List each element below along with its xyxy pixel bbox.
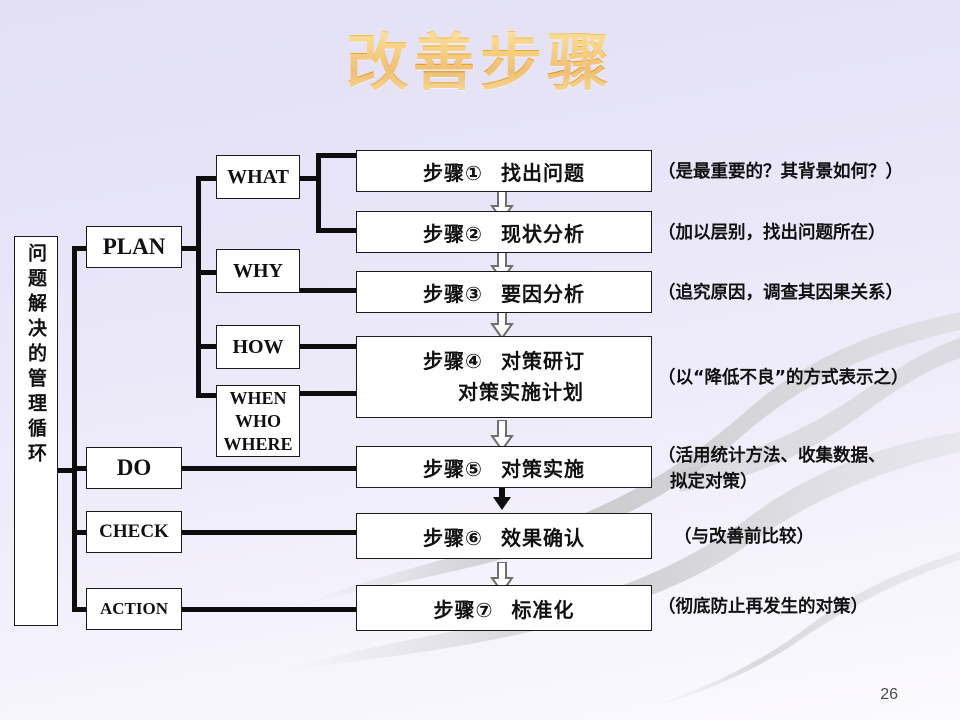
- annotation-5: （活用统计方法、收集数据、 拟定对策）: [658, 443, 958, 495]
- step-text-4-line2: 对策实施计划: [458, 380, 584, 404]
- w5h-box-what[interactable]: WHAT: [216, 155, 300, 199]
- connector-what-bus: [316, 153, 321, 233]
- connector-left-bus: [72, 246, 77, 612]
- annotation-4: （以“降低不良”的方式表示之）: [658, 368, 909, 388]
- cycle-box: 问题解决的管理循环: [14, 236, 58, 626]
- w5h-label-where: WHERE: [223, 433, 293, 454]
- step-box-4[interactable]: 步骤④ 对策研订 对策实施计划: [356, 336, 652, 418]
- connector-bus-to-do: [72, 466, 90, 471]
- annotation-6: （与改善前比较）: [674, 527, 814, 547]
- annotation-3: （追究原因，调查其因果关系）: [658, 283, 903, 303]
- step-box-2[interactable]: 步骤② 现状分析: [356, 211, 652, 253]
- pdca-box-plan[interactable]: PLAN: [86, 226, 182, 268]
- connector-when-to-step4: [298, 391, 358, 396]
- step-text-6: 效果确认: [500, 525, 585, 550]
- connector-bus-to-check: [72, 530, 90, 535]
- connector-how-to-step4: [298, 344, 358, 349]
- connector-action-to-step7: [180, 607, 358, 612]
- step-text-5: 对策实施: [500, 456, 585, 481]
- pdca-box-do[interactable]: DO: [86, 447, 182, 489]
- connector-planbus-to-how: [196, 344, 220, 349]
- w5h-label-who: WHO: [234, 410, 281, 431]
- connector-plan-stub: [180, 246, 200, 251]
- step-text-4: 对策研订: [500, 349, 585, 373]
- annotation-7: （彻底防止再发生的对策）: [658, 597, 868, 617]
- pdca-label-do: DO: [116, 455, 152, 480]
- w5h-label-how: HOW: [232, 335, 284, 358]
- step-number-1: 步骤①: [423, 160, 483, 185]
- pdca-label-action: ACTION: [99, 599, 168, 618]
- connector-bus-to-action: [72, 607, 90, 612]
- connector-what-stub: [298, 176, 320, 181]
- step-text-2: 现状分析: [500, 221, 585, 246]
- connector-why-to-step3: [298, 288, 358, 293]
- annotation-5-line1: （活用统计方法、收集数据、: [658, 446, 886, 466]
- step-box-1[interactable]: 步骤① 找出问题: [356, 150, 652, 192]
- step-number-6: 步骤⑥: [423, 525, 483, 550]
- step-number-2: 步骤②: [423, 221, 483, 246]
- annotation-2: （加以层别，找出问题所在）: [658, 223, 886, 243]
- step-text-3: 要因分析: [500, 281, 585, 306]
- pdca-label-check: CHECK: [99, 521, 169, 542]
- step-number-5: 步骤⑤: [423, 456, 483, 481]
- w5h-box-how[interactable]: HOW: [216, 325, 300, 369]
- connector-whatbus-to-step2: [316, 228, 358, 233]
- connector-planbus-to-why: [196, 270, 220, 275]
- w5h-box-when-who-where[interactable]: WHEN WHO WHERE: [216, 385, 300, 457]
- step-number-3: 步骤③: [423, 281, 483, 306]
- step-number-7: 步骤⑦: [433, 597, 494, 622]
- connector-bus-to-plan: [72, 246, 90, 251]
- connector-cycle-to-bus: [58, 468, 76, 473]
- page-title: 改善步骤: [0, 12, 960, 102]
- step-text-1: 找出问题: [500, 160, 585, 185]
- step-number-4: 步骤④: [423, 349, 483, 373]
- step-text-7: 标准化: [511, 597, 575, 622]
- step-box-6[interactable]: 步骤⑥ 效果确认: [356, 513, 652, 559]
- connector-whatbus-to-step1: [316, 153, 358, 158]
- step-box-5[interactable]: 步骤⑤ 对策实施: [356, 446, 652, 488]
- step-box-7[interactable]: 步骤⑦ 标准化: [356, 585, 652, 631]
- connector-check-to-step6: [180, 530, 358, 535]
- w5h-label-why: WHY: [233, 259, 283, 282]
- pdca-label-plan: PLAN: [102, 234, 166, 259]
- annotation-1: （是最重要的？其背景如何？）: [658, 162, 903, 182]
- annotation-5-line2: 拟定对策）: [670, 472, 758, 492]
- connector-plan-bus: [196, 176, 201, 398]
- pdca-box-action[interactable]: ACTION: [86, 588, 182, 630]
- step-box-3[interactable]: 步骤③ 要因分析: [356, 271, 652, 313]
- connector-planbus-to-when: [196, 393, 220, 398]
- connector-do-to-step5: [180, 466, 358, 471]
- connector-planbus-to-what: [196, 176, 220, 181]
- w5h-label-when: WHEN: [229, 387, 287, 408]
- pdca-box-check[interactable]: CHECK: [86, 511, 182, 553]
- w5h-label-what: WHAT: [227, 165, 289, 188]
- page-number: 26: [880, 686, 898, 703]
- w5h-box-why[interactable]: WHY: [216, 249, 300, 293]
